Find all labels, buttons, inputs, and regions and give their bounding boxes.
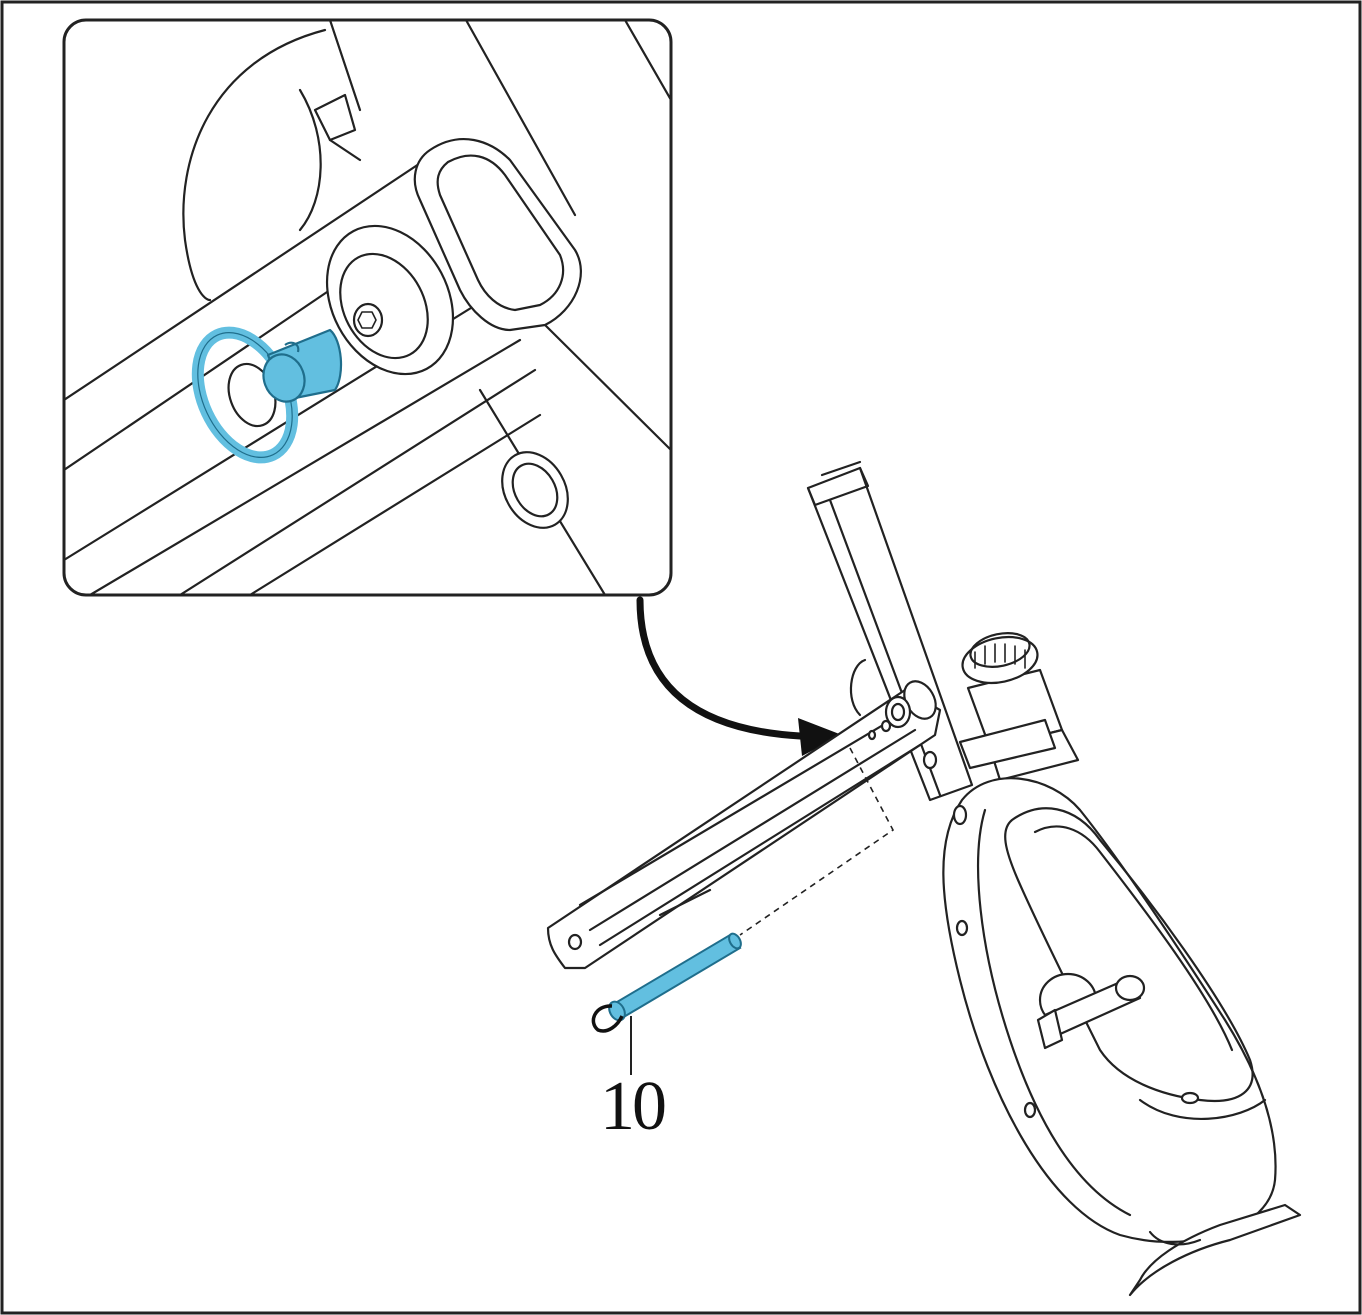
part-number-label: 10 (600, 1068, 667, 1145)
tension-knob (961, 635, 1039, 685)
rail-end-hole (567, 933, 583, 951)
inset-end-cap-inner (436, 154, 565, 312)
base-foot (1128, 1203, 1302, 1297)
frame-hole (922, 750, 938, 770)
inset-tube-bottom (88, 338, 522, 595)
inset-boss (501, 451, 569, 529)
inset-post-edge-5 (538, 318, 671, 452)
inset-bracket-edge (328, 138, 362, 162)
inset-pin-end (262, 353, 306, 403)
tension-knob-top (969, 632, 1031, 668)
housing-hole-side (1023, 1101, 1037, 1119)
inset-tube-bottom-3 (248, 413, 542, 595)
rail-hole-1 (880, 719, 892, 733)
inset-post-edge-3 (623, 20, 671, 102)
detail-inset (62, 18, 673, 597)
seat-post-line (828, 498, 942, 797)
seat-post-cap (820, 460, 862, 477)
inset-end-cap (413, 138, 582, 332)
pedal-spindle (1036, 1008, 1064, 1050)
pin-shaft (610, 933, 742, 1020)
housing-hole-mid (955, 919, 969, 937)
rear-disk (849, 658, 867, 717)
rail-hole-2 (867, 729, 877, 741)
rail-bolt (890, 702, 906, 722)
rail-slot (658, 888, 712, 917)
housing-hole-low (1180, 1091, 1200, 1105)
inset-tube-bottom-2 (178, 368, 537, 595)
bike-assembly (546, 460, 1302, 1297)
inset-housing-inner (298, 88, 322, 232)
inset-boss-inner (511, 462, 559, 518)
housing-hole-top (952, 804, 968, 826)
inset-clip-pin-highlight (191, 326, 343, 464)
inset-washer (325, 224, 455, 376)
inset-post-edge-1 (328, 20, 362, 112)
base-foot-curve (1148, 1230, 1202, 1246)
rail-edge-2 (588, 728, 917, 932)
housing-curve-low (1138, 1098, 1267, 1120)
rail-edge-3 (598, 743, 922, 947)
inset-frame (62, 18, 673, 597)
housing-recess (1004, 807, 1254, 1103)
horizontal-rail (546, 688, 942, 970)
inset-post-edge-2 (464, 20, 577, 217)
alignment-dashed-line (739, 747, 895, 936)
housing-recess-inner (1033, 825, 1234, 1052)
inset-pin-tab (284, 341, 300, 353)
rail-edge-1 (578, 710, 907, 907)
seat-post-top (806, 466, 870, 507)
crank-end (1114, 974, 1146, 1002)
inset-hex-socket (357, 311, 377, 329)
inset-bracket (313, 93, 357, 142)
inset-tube-top (64, 148, 442, 402)
pin-tip (728, 932, 742, 950)
inset-washer-inner (339, 252, 429, 360)
pin-ring (591, 1004, 624, 1033)
knob-plate (958, 718, 1057, 770)
inset-bolt-head (352, 302, 384, 338)
part-10-pin (591, 932, 742, 1033)
inset-housing-arc (182, 28, 327, 302)
housing-seam (977, 808, 1132, 1217)
callout-arrow (636, 596, 842, 756)
tension-knob-grip (974, 643, 1026, 669)
rail-washer (884, 695, 912, 729)
